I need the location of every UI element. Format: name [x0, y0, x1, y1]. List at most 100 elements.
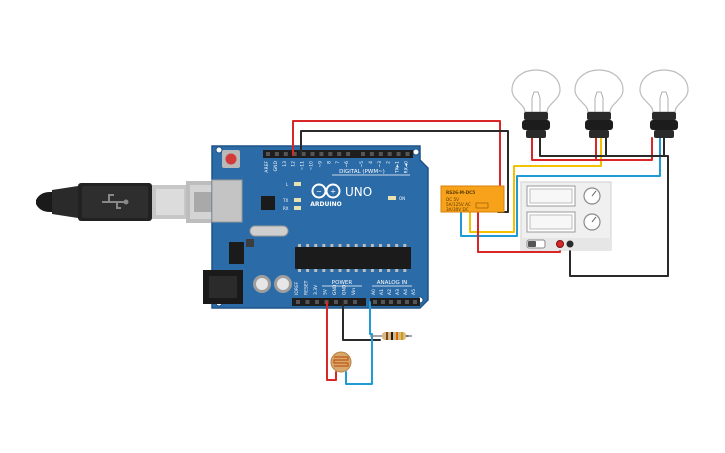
relay-model: RS26-M-DC5 [446, 190, 475, 195]
digital-pin-label: ~11 [300, 161, 306, 171]
wire-black-gnd2 [342, 301, 381, 341]
digital-pin-label: 13 [282, 161, 288, 167]
power-pin-label: GND [342, 284, 348, 295]
terminal-black [566, 240, 574, 248]
power-pin-label: RESET [304, 280, 310, 295]
svg-text:−: − [316, 188, 322, 196]
analog-pin-hole[interactable] [381, 300, 385, 304]
digital-pin-hole[interactable] [337, 152, 342, 156]
reset-button[interactable] [222, 150, 240, 168]
digital-pin-label: ~10 [309, 161, 315, 171]
panel-knob-top[interactable] [583, 187, 601, 205]
arduino-logo: − + ARDUINO UNO [310, 183, 372, 208]
digital-pin-label: 12 [291, 161, 297, 167]
digital-pin-hole[interactable] [328, 152, 333, 156]
digital-pin-hole[interactable] [266, 152, 270, 156]
digital-pin-label: 7 [335, 161, 341, 164]
digital-pin-label: 8 [326, 161, 332, 164]
panel-knob-bottom[interactable] [583, 213, 601, 231]
power-pin-label: GND [332, 284, 338, 295]
digital-pin-hole[interactable] [274, 152, 279, 156]
relay-spec-1: DC 5V [446, 197, 459, 202]
analog-pin-label: A1 [379, 289, 385, 295]
arduino-brand: ARDUINO [310, 201, 341, 208]
wire-yellow-relay [469, 137, 602, 233]
power-pin-hole[interactable] [315, 300, 319, 304]
power-pin-hole[interactable] [343, 300, 348, 304]
wire-blue-a0 [345, 301, 373, 385]
led-l-label: L [286, 182, 289, 187]
atmega-chip [295, 244, 411, 272]
arduino-model: UNO [345, 185, 372, 199]
power-pin-label: IOREF [294, 281, 300, 295]
analog-pin-label: A2 [387, 289, 393, 295]
digital-pin-hole[interactable] [310, 152, 315, 156]
panel-power-switch[interactable] [526, 239, 546, 249]
digital-pin-label: ~3 [377, 161, 383, 168]
power-pin-hole[interactable] [334, 300, 338, 304]
digital-pin-label: TX►1 [395, 161, 401, 174]
led-rx-label: RX [283, 206, 289, 211]
digital-pin-hole[interactable] [292, 152, 297, 156]
power-pin-label: Vin [351, 288, 357, 295]
light-bulb [574, 69, 624, 138]
analog-pin-hole[interactable] [373, 300, 377, 304]
power-pin-hole[interactable] [296, 300, 300, 304]
light-bulb [639, 69, 689, 138]
analog-pin-label: A4 [403, 289, 409, 295]
digital-pin-hole[interactable] [361, 152, 365, 156]
digital-pin-label: 2 [386, 161, 392, 164]
wire-red-5v [326, 301, 337, 381]
power-pin-label: 3.3V [313, 284, 319, 295]
digital-pin-hole[interactable] [396, 152, 401, 156]
digital-pin-hole[interactable] [319, 152, 324, 156]
relay-spec-3: 3A/30V DC [446, 207, 469, 212]
digital-pin-hole[interactable] [369, 152, 374, 156]
resistor [370, 332, 412, 340]
digital-pin-hole[interactable] [378, 152, 383, 156]
usb-cable [36, 181, 242, 223]
digital-pin-label: 4 [368, 161, 374, 164]
usb-icon [102, 194, 129, 209]
relay-module: RS26-M-DC5 DC 5V 5A/125V AC 3A/30V DC [440, 185, 505, 213]
wire-blue-relay [460, 137, 661, 237]
digital-pin-label: ~9 [317, 161, 323, 168]
capacitors [253, 275, 292, 293]
wire-red-pin12 [292, 120, 501, 189]
digital-pin-label: ~5 [359, 161, 365, 168]
digital-pin-hole[interactable] [405, 152, 410, 156]
analog-pin-label: A0 [371, 289, 377, 295]
svg-text:+: + [330, 188, 336, 196]
relay-spec-2: 5A/125V AC [446, 202, 471, 207]
digital-pin-hole[interactable] [301, 152, 306, 156]
analog-pin-hole[interactable] [413, 300, 417, 304]
on-label: ON [399, 196, 405, 201]
led-tx-label: TX [282, 198, 288, 203]
analog-pin-hole[interactable] [405, 300, 409, 304]
digital-pin-label: GND [273, 160, 279, 171]
digital-pin-label: RX◄0 [404, 161, 410, 174]
power-supply-panel [520, 181, 612, 251]
analog-pin-hole[interactable] [397, 300, 401, 304]
power-header-label: POWER [332, 280, 353, 286]
power-pin-hole[interactable] [305, 300, 310, 304]
power-pin-label: 5V [323, 288, 329, 295]
wire-red-bulbs [531, 137, 653, 161]
light-bulb [511, 69, 561, 138]
analog-pin-hole[interactable] [389, 300, 393, 304]
wire-black-panel [569, 155, 669, 277]
digital-pin-hole[interactable] [346, 152, 351, 156]
digital-header-label: DIGITAL (PWM~) [339, 169, 385, 175]
digital-pin-label: ~6 [344, 161, 350, 168]
digital-pin-hole[interactable] [283, 152, 288, 156]
digital-pin-label: AREF [264, 161, 270, 173]
photoresistor [330, 351, 352, 373]
power-pin-hole[interactable] [353, 300, 357, 304]
digital-pin-hole[interactable] [387, 152, 392, 156]
analog-header-label: ANALOG IN [377, 280, 408, 286]
wire-black-gnd [300, 130, 509, 213]
